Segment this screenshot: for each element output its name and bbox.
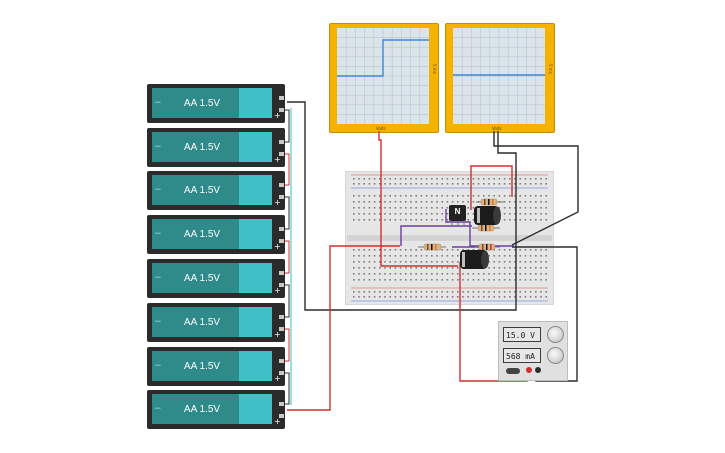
battery-cap — [239, 219, 272, 249]
battery-plus-symbol: + — [274, 242, 281, 251]
battery-label: AA 1.5V — [183, 185, 221, 196]
current-knob[interactable] — [547, 347, 564, 364]
voltage-knob[interactable] — [547, 326, 564, 343]
resistor-r2 — [474, 243, 500, 251]
battery-minus-symbol: − — [154, 185, 162, 195]
battery-label: AA 1.5V — [183, 361, 221, 372]
battery-minus-symbol: − — [154, 98, 162, 108]
battery-terminal-negative[interactable] — [279, 195, 284, 199]
oscilloscope-right-units-label: Volts — [492, 126, 502, 131]
battery-plus-symbol: + — [274, 286, 281, 295]
battery-terminal-negative[interactable] — [279, 152, 284, 156]
battery-terminal-negative[interactable] — [279, 239, 284, 243]
capacitor-c1 — [474, 206, 501, 225]
battery-label: AA 1.5V — [183, 98, 221, 109]
battery-aa-3[interactable]: AA 1.5V − + — [147, 171, 285, 210]
oscilloscope-left-units-label: Volts — [376, 126, 386, 131]
positive-terminal[interactable] — [526, 367, 532, 373]
battery-aa-8[interactable]: AA 1.5V − + — [147, 390, 285, 429]
battery-terminal-positive[interactable] — [279, 271, 284, 275]
battery-plus-symbol: + — [274, 155, 281, 164]
battery-link-wire — [285, 153, 290, 186]
battery-minus-symbol: − — [154, 404, 162, 414]
battery-aa-5[interactable]: AA 1.5V − + — [147, 259, 285, 298]
battery-plus-symbol: + — [274, 111, 281, 120]
oscilloscope-left[interactable]: 5 ms Volts — [329, 23, 439, 133]
breadboard[interactable] — [345, 171, 554, 305]
wire-battery-negative — [287, 101, 517, 311]
resistor-r4 — [476, 198, 504, 206]
battery-link-wire — [285, 328, 290, 362]
battery-link-wire — [285, 109, 290, 143]
resistor-r3 — [472, 224, 500, 232]
battery-label: AA 1.5V — [183, 404, 221, 415]
battery-cap — [239, 132, 272, 162]
battery-label: AA 1.5V — [183, 142, 221, 153]
battery-link-wire — [285, 240, 290, 274]
battery-terminal-negative[interactable] — [279, 371, 284, 375]
battery-minus-symbol: − — [154, 142, 162, 152]
battery-terminal-positive[interactable] — [279, 315, 284, 319]
current-display: 568 mA — [503, 348, 541, 363]
resistor-r1 — [418, 243, 446, 251]
oscilloscope-right[interactable]: 5 ms Volts — [445, 23, 555, 133]
battery-label: AA 1.5V — [183, 273, 221, 284]
battery-cap — [239, 88, 272, 118]
battery-aa-1[interactable]: AA 1.5V − + — [147, 84, 285, 123]
oscilloscope-left-time-label: 5 ms — [432, 64, 437, 74]
transistor-label: N — [454, 207, 461, 216]
battery-minus-symbol: − — [154, 317, 162, 327]
negative-terminal[interactable] — [535, 367, 541, 373]
battery-minus-symbol: − — [154, 361, 162, 371]
battery-aa-2[interactable]: AA 1.5V − + — [147, 128, 285, 167]
battery-aa-6[interactable]: AA 1.5V − + — [147, 303, 285, 342]
wire-jumper-1 — [400, 225, 472, 246]
oscilloscope-right-screen — [453, 28, 545, 124]
battery-plus-symbol: + — [274, 374, 281, 383]
battery-terminal-negative[interactable] — [279, 283, 284, 287]
oscilloscope-left-trace — [337, 39, 429, 77]
wire-scope-ground — [493, 131, 579, 246]
battery-plus-symbol: + — [274, 198, 281, 207]
battery-cap — [239, 175, 272, 205]
dc-power-supply[interactable]: 15.0 V 568 mA — [498, 321, 568, 381]
battery-terminal-negative[interactable] — [279, 108, 284, 112]
battery-cap — [239, 307, 272, 337]
battery-plus-symbol: + — [274, 417, 281, 426]
battery-label: AA 1.5V — [183, 229, 221, 240]
wire-battery-positive — [287, 245, 400, 411]
oscilloscope-left-screen — [337, 28, 429, 124]
battery-link-wire — [285, 196, 290, 230]
battery-cap — [239, 351, 272, 381]
battery-terminal-negative[interactable] — [279, 327, 284, 331]
battery-minus-symbol: − — [154, 273, 162, 283]
wire-collector — [470, 165, 513, 210]
battery-cap — [239, 394, 272, 424]
oscilloscope-right-time-label: 5 ms — [548, 64, 553, 74]
battery-minus-symbol: − — [154, 229, 162, 239]
battery-terminal-positive[interactable] — [279, 183, 284, 187]
battery-link-wire — [285, 284, 290, 318]
power-switch[interactable] — [506, 368, 520, 374]
battery-link-wire — [285, 372, 290, 405]
transistor-npn — [449, 205, 466, 226]
battery-label: AA 1.5V — [183, 317, 221, 328]
battery-terminal-positive[interactable] — [279, 359, 284, 363]
wire-scope-signal — [378, 131, 458, 267]
battery-terminal-negative[interactable] — [279, 414, 284, 418]
battery-aa-4[interactable]: AA 1.5V − + — [147, 215, 285, 254]
battery-aa-7[interactable]: AA 1.5V − + — [147, 347, 285, 386]
battery-terminal-positive[interactable] — [279, 402, 284, 406]
voltage-display: 15.0 V — [503, 327, 541, 342]
battery-terminal-positive[interactable] — [279, 227, 284, 231]
battery-plus-symbol: + — [274, 330, 281, 339]
battery-cap — [239, 263, 272, 293]
battery-terminal-positive[interactable] — [279, 140, 284, 144]
battery-terminal-positive[interactable] — [279, 96, 284, 100]
capacitor-c2 — [460, 250, 489, 269]
